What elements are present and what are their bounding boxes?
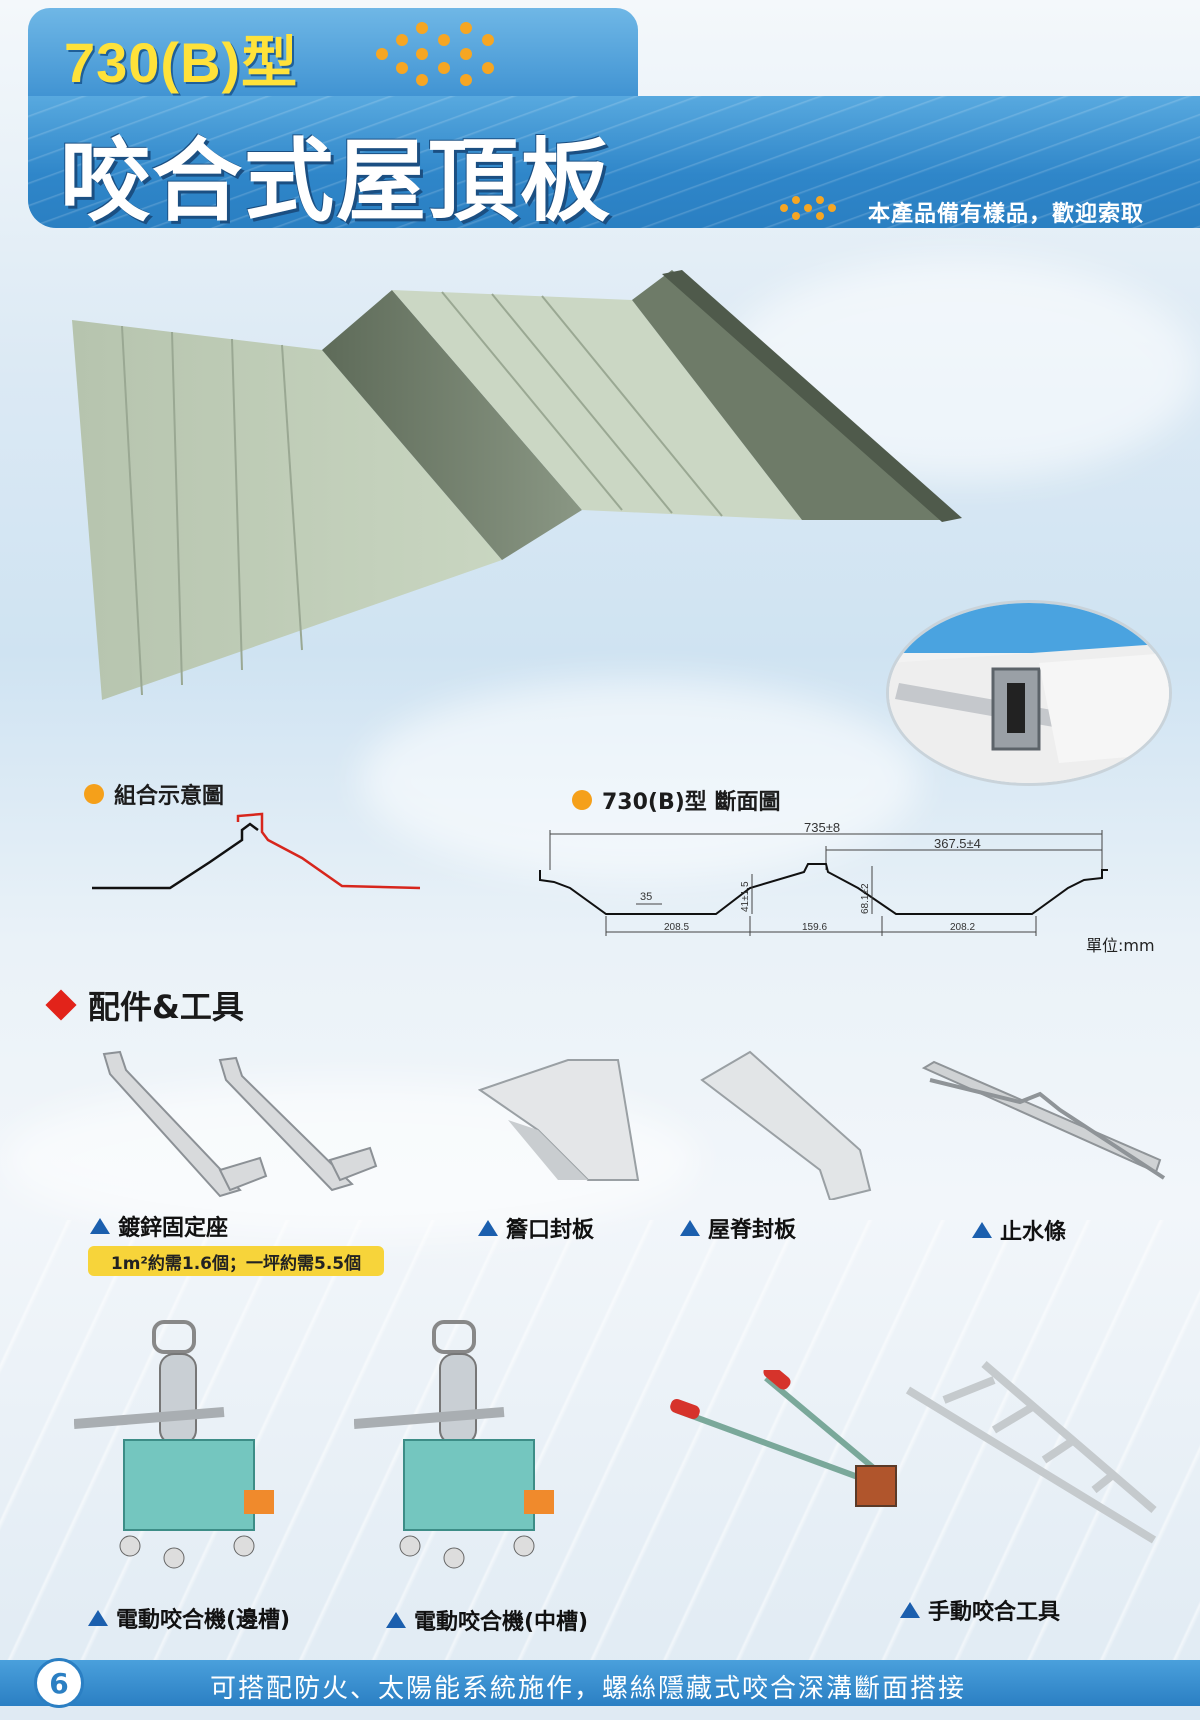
section-diagram: 735±8 367.5±4 35 41±1.5 68.1±2 208.5 159… — [539, 820, 1108, 936]
caption-text: 屋脊封板 — [708, 1218, 797, 1243]
caption-text: 鍍鋅固定座 — [118, 1216, 229, 1241]
caption-electric-seamer-middle: 電動咬合機(中槽) — [386, 1604, 588, 1636]
page-number: 6 — [34, 1658, 84, 1708]
caption-water-stop-strip: 止水條 — [972, 1214, 1066, 1246]
manual-seamer-frame-image — [905, 1360, 1157, 1544]
manual-seamer-tool-image — [670, 1370, 897, 1507]
product-title: 咬合式屋頂板 — [60, 129, 612, 234]
accessories-title: 配件&工具 — [45, 982, 244, 1028]
dots-decoration-icon — [780, 192, 850, 228]
caption-manual-seamer-tool: 手動咬合工具 — [900, 1594, 1060, 1626]
section-diagram-title: 730(B)型 斷面圖 — [602, 790, 781, 815]
background-cloud — [360, 680, 920, 880]
bullet-dot-icon — [572, 790, 592, 810]
unit-label: 單位:mm — [1086, 936, 1155, 955]
caption-galvanized-bracket: 鍍鋅固定座 — [90, 1210, 228, 1242]
caption-text: 止水條 — [1000, 1220, 1067, 1245]
dimension-35: 35 — [640, 891, 652, 903]
caption-electric-seamer-edge: 電動咬合機(邊槽) — [88, 1602, 290, 1634]
ridge-closure-image — [700, 1050, 872, 1200]
header-banner-tab — [28, 8, 638, 108]
seam-closeup-image — [886, 600, 1172, 786]
caption-text: 電動咬合機(邊槽) — [116, 1608, 291, 1633]
header-banner — [28, 96, 1200, 228]
galvanized-bracket-image — [102, 1050, 378, 1198]
dimension-208-5: 208.5 — [664, 922, 689, 933]
footer-text: 可搭配防火、太陽能系統施作，螺絲隱藏式咬合深溝斷面搭接 — [210, 1674, 967, 1704]
dimension-68: 68.1±2 — [860, 883, 871, 914]
assembly-diagram — [92, 812, 421, 890]
triangle-bullet-icon — [90, 1218, 110, 1234]
dimension-208-2: 208.2 — [950, 922, 975, 933]
triangle-bullet-icon — [478, 1220, 498, 1236]
electric-seamer-edge-image — [74, 1320, 274, 1569]
sample-note: 本產品備有樣品，歡迎索取 — [868, 202, 1145, 227]
water-stop-strip-image — [921, 1060, 1166, 1180]
dots-decoration-icon — [376, 22, 516, 92]
caption-ridge-closure: 屋脊封板 — [680, 1212, 796, 1244]
model-title: 730(B)型 — [64, 31, 299, 94]
dimension-total-width: 735±8 — [804, 820, 840, 835]
triangle-bullet-icon — [88, 1610, 108, 1626]
eave-closure-image — [478, 1059, 640, 1181]
assembly-diagram-label: 組合示意圖 — [84, 778, 224, 810]
triangle-bullet-icon — [900, 1602, 920, 1618]
electric-seamer-middle-image — [354, 1320, 554, 1569]
triangle-bullet-icon — [386, 1612, 406, 1628]
caption-text: 手動咬合工具 — [928, 1600, 1061, 1625]
caption-text: 簷口封板 — [506, 1218, 595, 1243]
triangle-bullet-icon — [680, 1220, 700, 1236]
section-diagram-label: 730(B)型 斷面圖 — [572, 784, 780, 816]
bullet-dot-icon — [84, 784, 104, 804]
caption-eave-closure: 簷口封板 — [478, 1212, 594, 1244]
caption-text: 電動咬合機(中槽) — [414, 1610, 589, 1635]
dimension-half-width: 367.5±4 — [934, 836, 981, 851]
bracket-quantity-note: 1m²約需1.6個；一坪約需5.5個 — [88, 1246, 384, 1276]
footer-bar — [0, 1660, 1200, 1706]
assembly-diagram-title: 組合示意圖 — [114, 784, 225, 809]
dimension-159-6: 159.6 — [802, 922, 827, 933]
accessories-title-text: 配件&工具 — [88, 988, 244, 1026]
dimension-41: 41±1.5 — [740, 881, 751, 912]
diamond-bullet-icon — [45, 989, 77, 1021]
roof-panel-image — [72, 270, 962, 700]
triangle-bullet-icon — [972, 1222, 992, 1238]
